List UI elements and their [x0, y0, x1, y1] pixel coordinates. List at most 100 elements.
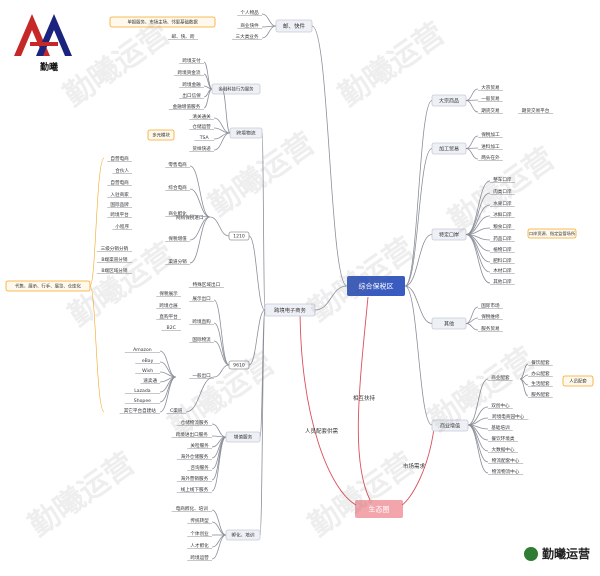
connector-line [189, 216, 211, 264]
connector-line [314, 285, 348, 311]
connector-line [261, 13, 277, 27]
service-item: 仓储物流服务 [181, 419, 209, 426]
connector-line [465, 148, 479, 160]
connector-line [221, 88, 231, 134]
logo: 勤曦 [10, 6, 82, 73]
bonded-cat: 综合电商 [168, 184, 187, 191]
eco-node-box [355, 500, 403, 518]
mail-sub: 邮、快、跨 [172, 33, 195, 40]
ex-direct-item: 直购平台 [159, 313, 178, 320]
bonded-item: 国际品牌 [110, 201, 129, 208]
right-item: 水果口岸 [493, 200, 512, 207]
bonded-cat: 渠道分销 [168, 258, 187, 265]
platform-item: Lazada [134, 388, 151, 394]
services-node: 增值服务 [234, 434, 253, 441]
connector-line [261, 25, 277, 39]
bonded-item: 自营电商 [110, 155, 129, 162]
connector-line [211, 436, 227, 492]
right-node: 加工贸易 [439, 145, 459, 152]
market-label: 市场需求 [403, 462, 426, 470]
mail-item: 个人物品 [240, 9, 259, 16]
trade-sub-node: 金融科技行为服务 [218, 86, 254, 93]
bonded-item: 三级分销分销 [101, 245, 129, 252]
logo-text: 勤曦 [40, 63, 59, 73]
biz-item: 跨境电商园中心 [492, 413, 525, 420]
talent-label: 人员配套供需 [305, 427, 339, 435]
bonded-label: 网购保税进口 [176, 214, 204, 221]
ex-direct-item: B2C [167, 325, 176, 331]
right-item: 木材口岸 [493, 267, 512, 274]
ex-direct: 跨境直购 [192, 318, 211, 325]
root-node-box [347, 276, 405, 296]
biz-group-item: 服务配套 [531, 391, 550, 398]
connector-line [213, 299, 230, 366]
biz-group-item: 办公配套 [531, 370, 550, 377]
trade-block-note-box [147, 129, 175, 141]
connector-line [467, 406, 489, 426]
connector-line [465, 234, 491, 284]
connector-line [519, 378, 529, 397]
connector-line [404, 100, 433, 287]
connector-line [404, 285, 433, 426]
trade-node-item: 仓储运营 [192, 123, 211, 130]
talent-arrow [299, 304, 357, 506]
biz-item: 物流物流中心 [492, 468, 520, 475]
service-item: 海外仓储服务 [181, 453, 209, 460]
trade-node-item: 货样快递 [192, 145, 211, 152]
biz-note-box [562, 375, 594, 387]
connector-line [465, 100, 479, 113]
mail-item: 商业快件 [240, 22, 259, 29]
mutual-label: 相互扶持 [353, 394, 376, 402]
crossborder-node: 跨境电子商务 [274, 306, 306, 314]
incubate-item: 跨境运营 [190, 554, 209, 561]
connector-line [159, 350, 177, 378]
incubate-item: 电商孵化、培训 [176, 505, 209, 512]
biz-node-box [431, 419, 469, 432]
connector-line [189, 188, 211, 218]
right-item: 肉类口岸 [493, 188, 512, 195]
ex-item: 保税展示 [159, 290, 178, 297]
service-item: 线上线下服务 [181, 486, 209, 493]
bulk-sub: 期货交易平台 [522, 107, 550, 114]
ex-item: 跨境仓展 [159, 302, 178, 309]
biz-item: 大数据中心 [492, 446, 515, 453]
right-item: 服务贸易 [481, 325, 500, 332]
bonded-item: B端渠道分销 [101, 256, 128, 263]
wechat-icon [523, 546, 538, 561]
platform-item: Amazon [133, 347, 152, 353]
right-item: 其他口岸 [493, 278, 512, 285]
mail-item: 三大类业务 [236, 33, 259, 40]
connector-line [211, 423, 227, 438]
mail-node: 邮、快件 [283, 22, 306, 30]
biz-node: 商业增值 [440, 422, 460, 429]
mail-note: 单报服务、市场主场、邻里基础数据 [127, 19, 198, 26]
right-item: 肥料口岸 [493, 257, 512, 264]
mutual-arrow [357, 296, 371, 501]
trade-node: 跨境物流 [236, 130, 255, 137]
right-item: 两头在外 [481, 154, 500, 161]
connector-line [261, 132, 266, 311]
biz-item: 基础培训 [491, 424, 510, 431]
platform-item: Shopee [134, 398, 151, 404]
bonded-item: 自营电商 [110, 179, 129, 186]
biz-item: 餐饮环境类 [492, 435, 515, 442]
service-item: 海外营销服务 [181, 475, 209, 482]
connector-line [211, 534, 227, 548]
biz-group-item: 餐饮配套 [531, 359, 550, 366]
connector-line [248, 235, 266, 311]
trade-node-item: TSA [199, 135, 210, 141]
connector-line [404, 285, 433, 324]
bonded-cat: 商业孵化 [168, 210, 187, 217]
platform-item: eBay [142, 358, 154, 364]
connector-line [203, 88, 213, 109]
connector-line [465, 88, 479, 101]
connector-line [213, 364, 230, 378]
connector-line [467, 424, 489, 463]
connector-line [213, 132, 231, 151]
right-item: 进料加工 [481, 143, 500, 150]
right-node: 大宗商品 [439, 97, 459, 104]
trade-item: 金融增值服务 [173, 103, 201, 110]
market-arrow [401, 419, 436, 506]
connector-line [259, 309, 266, 536]
